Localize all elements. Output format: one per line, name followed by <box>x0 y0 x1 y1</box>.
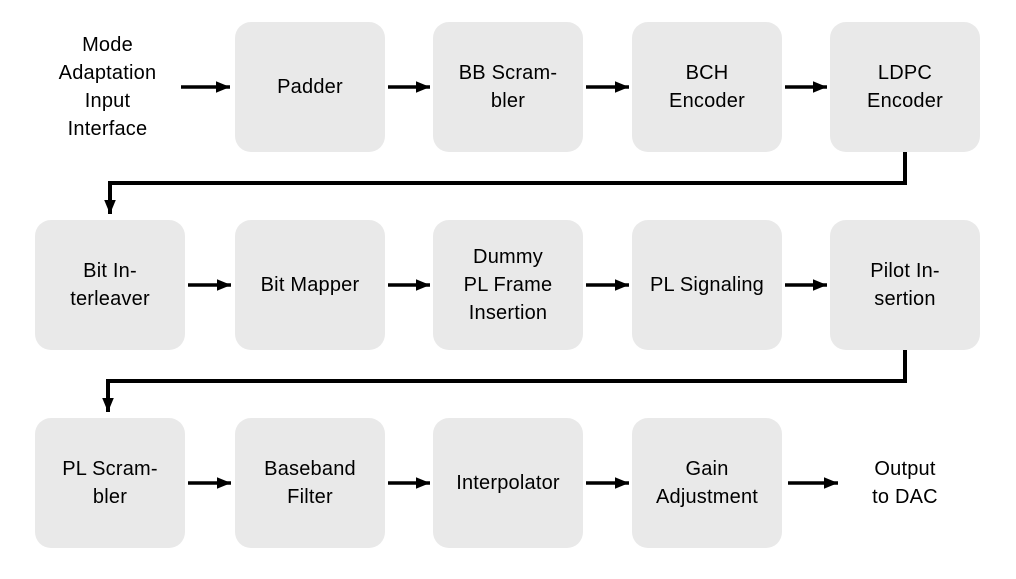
node-output-to-dac: Output to DAC <box>830 418 980 548</box>
node-bit-interleaver: Bit In- terleaver <box>35 220 185 350</box>
node-label: PL Signaling <box>650 274 764 296</box>
node-label: Pilot In- sertion <box>870 260 940 310</box>
node-label: Baseband Filter <box>264 458 356 508</box>
node-label: Dummy PL Frame Insertion <box>463 246 553 324</box>
node-pl-scrambler: PL Scram- bler <box>35 418 185 548</box>
node-mode-adaptation-input-interface: Mode Adaptation Input Interface <box>20 22 195 152</box>
node-ldpc-encoder: LDPC Encoder <box>830 22 980 152</box>
node-label: Padder <box>277 76 343 98</box>
elbow-ldpc-encoder-to-bit-interleaver <box>104 152 907 214</box>
node-label: Bit In- terleaver <box>70 260 150 310</box>
node-pl-signaling: PL Signaling <box>632 220 782 350</box>
node-label: BB Scram- bler <box>458 62 558 112</box>
node-label: BCH Encoder <box>669 62 745 112</box>
node-label: Interpolator <box>456 472 560 494</box>
node-label: Gain Adjustment <box>655 458 759 508</box>
node-bch-encoder: BCH Encoder <box>632 22 782 152</box>
node-interpolator: Interpolator <box>433 418 583 548</box>
node-bb-scrambler: BB Scram- bler <box>433 22 583 152</box>
node-baseband-filter: Baseband Filter <box>235 418 385 548</box>
elbow-pilot-insertion-to-pl-scrambler <box>102 350 907 412</box>
node-gain-adjustment: Gain Adjustment <box>632 418 782 548</box>
node-label: PL Scram- bler <box>62 458 158 508</box>
node-label: Output to DAC <box>872 458 938 508</box>
node-bit-mapper: Bit Mapper <box>235 220 385 350</box>
node-label: LDPC Encoder <box>867 62 943 112</box>
node-padder: Padder <box>235 22 385 152</box>
node-label: Mode Adaptation Input Interface <box>58 34 157 140</box>
node-pilot-insertion: Pilot In- sertion <box>830 220 980 350</box>
node-dummy-pl-frame-insertion: Dummy PL Frame Insertion <box>433 220 583 350</box>
node-label: Bit Mapper <box>260 274 360 296</box>
